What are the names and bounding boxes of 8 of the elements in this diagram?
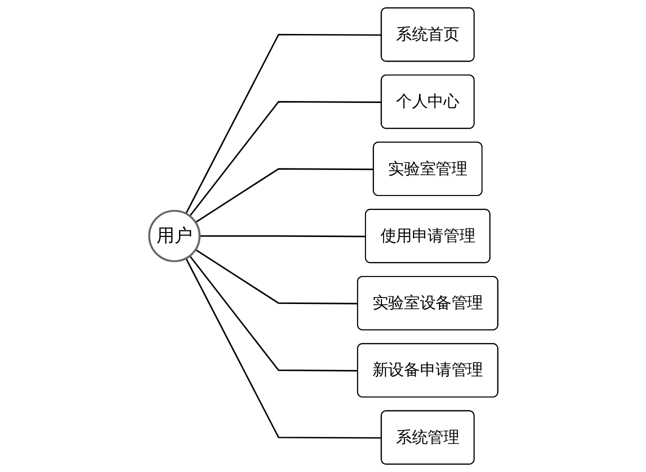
connector — [184, 34, 382, 214]
connector — [188, 100, 382, 217]
connector — [194, 249, 358, 304]
connector — [199, 235, 366, 238]
connector — [188, 255, 358, 372]
node-circle: 用户 — [148, 210, 200, 262]
connector — [184, 258, 382, 439]
connector — [194, 168, 374, 223]
